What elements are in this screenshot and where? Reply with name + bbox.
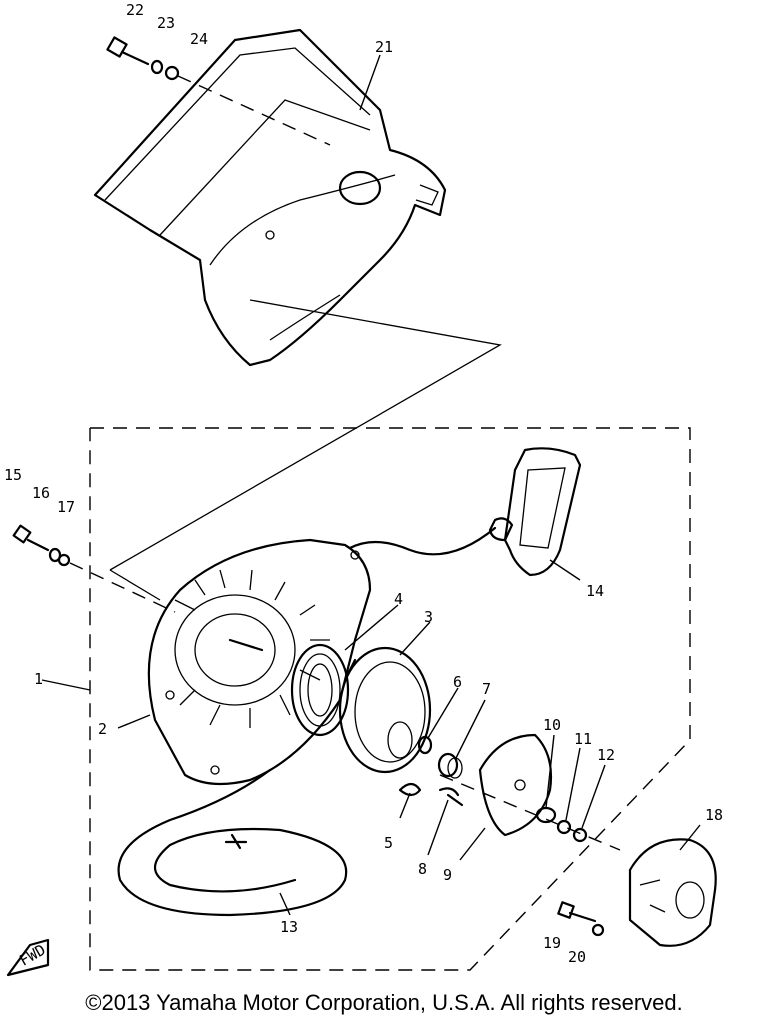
callout-23: 23	[157, 14, 175, 32]
callout-7: 7	[482, 680, 491, 698]
starter-pulley	[338, 646, 432, 774]
washer-6	[417, 735, 433, 755]
callout-13: 13	[280, 918, 298, 936]
nut-12	[572, 827, 588, 843]
callout-14: 14	[586, 582, 604, 600]
callout-8: 8	[418, 860, 427, 878]
callout-24: 24	[190, 30, 208, 48]
callout-18: 18	[705, 806, 723, 824]
callout-3: 3	[424, 608, 433, 626]
callout-2: 2	[98, 720, 107, 738]
callout-1: 1	[34, 670, 43, 688]
callout-11: 11	[574, 730, 592, 748]
callout-19: 19	[543, 934, 561, 952]
bolt-19	[557, 901, 597, 923]
callout-9: 9	[443, 866, 452, 884]
starter-handle	[348, 447, 582, 577]
callout-21: 21	[375, 38, 393, 56]
spring-7	[437, 752, 463, 779]
parts-diagram: FWD 1 2 3 4 5 6 7 8 9 10 11 12 13 14 15	[4, 1, 723, 977]
assembly-frame	[89, 427, 691, 971]
callout-20: 20	[568, 948, 586, 966]
washer-17	[57, 553, 71, 567]
callout-16: 16	[32, 484, 50, 502]
washer-16	[48, 547, 62, 563]
recoil-spring	[290, 643, 350, 737]
bolt-22	[106, 36, 150, 66]
washer-11	[556, 819, 572, 835]
fan-shroud-cover	[93, 28, 447, 367]
pawl-5	[398, 782, 422, 797]
callout-5: 5	[384, 834, 393, 852]
callout-labels: 1 2 3 4 5 6 7 8 9 10 11 12 13 14 15 16 1…	[4, 1, 723, 966]
friction-plate	[478, 733, 553, 837]
callout-12: 12	[597, 746, 615, 764]
callout-15: 15	[4, 466, 22, 484]
starter-case	[147, 538, 372, 786]
washer-24	[164, 65, 180, 81]
fwd-badge: FWD	[6, 938, 50, 977]
washer-23	[150, 59, 164, 75]
callout-4: 4	[394, 590, 403, 608]
starter-cup	[628, 838, 717, 947]
clip-8	[438, 787, 464, 807]
callout-22: 22	[126, 1, 144, 19]
washer-20	[591, 923, 605, 937]
callout-6: 6	[453, 673, 462, 691]
bolt-15	[12, 524, 50, 552]
leader-lines	[41, 54, 701, 916]
callout-10: 10	[543, 716, 561, 734]
copyright-footer: ©2013 Yamaha Motor Corporation, U.S.A. A…	[85, 990, 683, 1015]
callout-17: 17	[57, 498, 75, 516]
starter-rope	[117, 768, 348, 917]
